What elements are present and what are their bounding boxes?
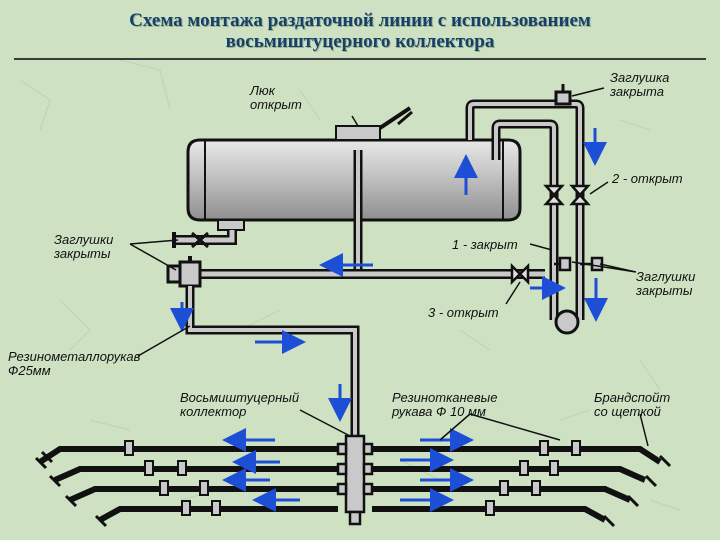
label-caps-right: Заглушки закрыты: [636, 270, 695, 298]
title-line-2: восьмиштуцерного коллектора: [225, 31, 495, 52]
top-cap: [554, 84, 572, 106]
label-main-hose-line2: Ф25мм: [8, 363, 51, 378]
title-underline: [14, 58, 706, 60]
leader-lines: [129, 87, 649, 447]
flow-arrows: [170, 128, 608, 512]
label-caps-right-line2: закрыты: [636, 283, 693, 298]
label-manifold: Восьмиштуцерный коллектор: [180, 391, 299, 419]
valve-2: [543, 184, 591, 206]
label-main-hose: Резинометаллорукав Ф25мм: [8, 350, 140, 378]
label-hatch-line2: открыт: [250, 97, 302, 112]
left-tee-caps: [166, 256, 202, 288]
label-rubber-hoses-line1: Резинотканевые: [392, 390, 498, 405]
label-valve-1: 1 - закрыт: [452, 237, 518, 252]
label-caps-right-line1: Заглушки: [636, 269, 696, 284]
label-hatch: Люк открыт: [250, 84, 302, 112]
brush-nozzles: [34, 450, 672, 528]
label-nozzle: Брандспойт со щеткой: [594, 391, 670, 419]
label-main-hose-line1: Резинометаллорукав: [8, 349, 141, 364]
label-hatch-line1: Люк: [250, 83, 275, 98]
label-rubber-hoses-line2: рукава Ф 10 мм: [392, 404, 486, 419]
label-caps-left: Заглушки закрыты: [54, 233, 113, 261]
label-cap-top-line1: Заглушка: [610, 70, 670, 85]
label-nozzle-line1: Брандспойт: [594, 390, 671, 405]
label-nozzle-line2: со щеткой: [594, 404, 661, 419]
right-riser-loop: [465, 99, 585, 335]
title-line-1: Схема монтажа раздаточной линии с исполь…: [129, 10, 591, 31]
label-caps-left-line2: закрыты: [54, 246, 111, 261]
hose-valves: [124, 440, 581, 516]
hatch: [335, 106, 413, 141]
page-title: Схема монтажа раздаточной линии с исполь…: [0, 10, 720, 52]
label-cap-top: Заглушка закрыта: [610, 71, 669, 99]
label-rubber-hoses: Резинотканевые рукава Ф 10 мм: [392, 391, 497, 419]
label-cap-top-line2: закрыта: [610, 84, 664, 99]
manifold: [336, 434, 374, 526]
valve-3: [510, 262, 530, 286]
label-valve-2: 2 - открыт: [612, 171, 683, 186]
label-manifold-line2: коллектор: [180, 404, 247, 419]
label-manifold-line1: Восьмиштуцерный: [180, 390, 300, 405]
drain-assembly: [172, 219, 245, 249]
label-valve-3: 3 - открыт: [428, 305, 499, 320]
label-caps-left-line1: Заглушки: [54, 232, 114, 247]
